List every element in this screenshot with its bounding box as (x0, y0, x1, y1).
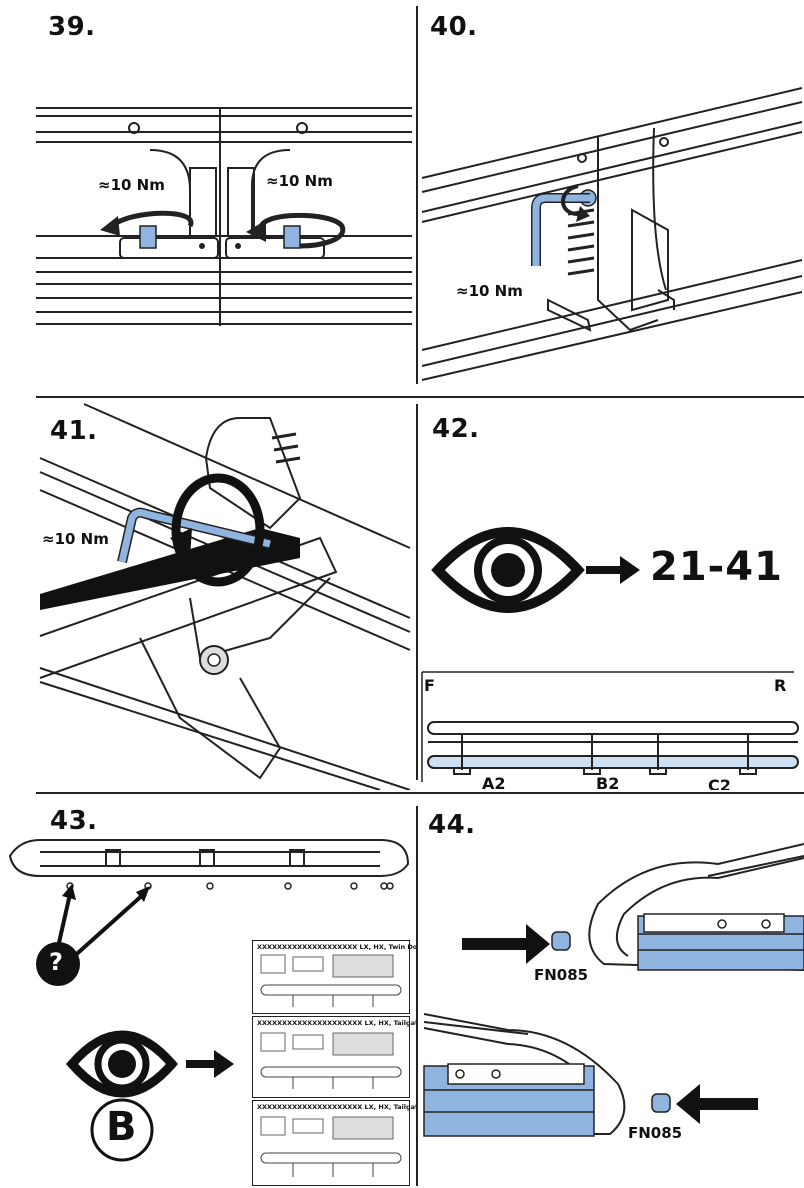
reference-badge: B (106, 1104, 137, 1150)
divider-row2 (36, 792, 804, 794)
position-label-b2: B2 (596, 774, 620, 790)
crossbar (40, 528, 300, 610)
step-40-panel: 40. (418, 0, 804, 390)
reference-card-2: XXXXXXXXXXXXXXXXXXXXX LX, HX, Tailgate (252, 1016, 416, 1098)
position-label-c2: C2 (708, 776, 731, 790)
arrow-right-icon (462, 924, 550, 964)
reference-steps: 21-41 (650, 544, 783, 590)
step-39-illustration (36, 107, 412, 326)
reference-card-3: XXXXXXXXXXXXXXXXXXXXX LX, HX, Tailgate (252, 1100, 416, 1186)
torque-label: ≈10 Nm (42, 530, 109, 548)
step-41-panel: 41. ≈10 Nm (0, 398, 416, 790)
step-42-illustration (421, 527, 799, 782)
badge-circle (90, 1098, 154, 1162)
eye-icon (66, 1030, 178, 1098)
reference-card-title: XXXXXXXXXXXXXXXXXXXXX LX, HX, Tailgate (257, 1103, 416, 1111)
roof-rail (36, 107, 412, 326)
torque-label-right: ≈10 Nm (266, 172, 333, 190)
torque-label-left: ≈10 Nm (98, 176, 165, 194)
eye-icon (431, 527, 585, 613)
question-mark: ? (49, 948, 63, 976)
step-number: 42. (432, 414, 480, 444)
step-42-panel: 42. 21-41 F R A2 (418, 398, 804, 790)
position-label-a2: A2 (482, 774, 506, 790)
part-label-bottom: FN085 (628, 1124, 683, 1142)
step-40-illustration (421, 87, 803, 381)
end-cap-top (551, 931, 571, 951)
divider-mid-vertical (416, 404, 418, 780)
step-number: 39. (48, 12, 96, 42)
bolt-right (283, 225, 301, 249)
arrow-right-icon (186, 1050, 234, 1078)
reference-card-1: XXXXXXXXXXXXXXXXXXXX LX, HX, Twin Doors (252, 940, 416, 1014)
rotation-arrow-icon (561, 184, 579, 216)
rotation-arrow-icon (110, 210, 194, 229)
question-badge-icon (36, 942, 80, 986)
reference-card-title: XXXXXXXXXXXXXXXXXXXX LX, HX, Twin Doors (257, 943, 416, 951)
step-number: 44. (428, 810, 476, 840)
bolt-left (139, 225, 157, 249)
part-label-top: FN085 (534, 966, 589, 984)
rotation-arrow-icon (258, 212, 346, 249)
reference-card-title: XXXXXXXXXXXXXXXXXXXXX LX, HX, Tailgate (257, 1019, 416, 1027)
step-39-panel: 39. (0, 0, 416, 390)
front-label: F (424, 676, 435, 695)
divider-row1 (36, 396, 804, 398)
step-41-illustration (39, 403, 411, 790)
step-number: 43. (50, 806, 98, 836)
step-44-panel: 44. (418, 794, 804, 1188)
divider-top-vertical (416, 6, 418, 384)
end-cap-bottom (651, 1093, 671, 1113)
rotation-arrow-icon (171, 473, 265, 587)
arrow-right-icon (586, 556, 640, 584)
arrow-left-icon (676, 1084, 758, 1124)
torque-label: ≈10 Nm (456, 282, 523, 300)
rail-side-view (427, 721, 799, 775)
rail-side-view (8, 839, 410, 877)
step-43-illustration (8, 839, 410, 1162)
step-44-illustration (423, 843, 804, 1137)
divider-bottom-vertical (416, 806, 418, 1186)
step-number: 40. (430, 12, 478, 42)
step-43-panel: 43. (0, 794, 416, 1188)
step-number: 41. (50, 416, 98, 446)
rear-label: R (774, 676, 787, 695)
